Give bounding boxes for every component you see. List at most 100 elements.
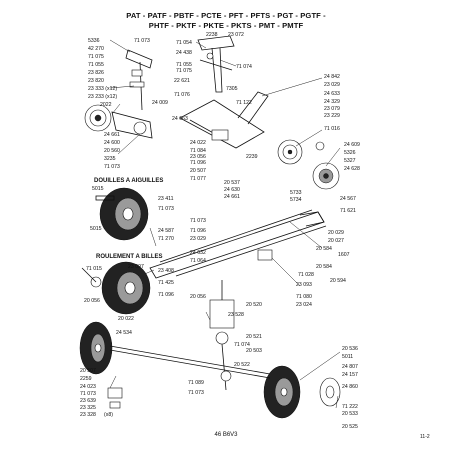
part-label: 24 023: [80, 384, 96, 390]
model-list-line-1: PAT - PATF - PBTF - PCTE - PFT - PFTS - …: [126, 11, 326, 20]
part-label: 71 222: [342, 404, 358, 410]
part-label: 71 073: [188, 390, 204, 396]
part-label: 71 096: [190, 228, 206, 234]
part-label: 23 056: [190, 154, 206, 160]
part-label: 20 560: [104, 148, 120, 154]
chassis-bar: [149, 209, 327, 279]
part-label: 24 663: [172, 116, 188, 122]
part-label: 5011: [342, 354, 353, 360]
part-label: 24 600: [104, 140, 120, 146]
part-label: 71 076: [174, 92, 190, 98]
part-label: 24 329: [324, 99, 340, 105]
part-label: 23 024: [296, 302, 312, 308]
part-label: 71 073: [80, 391, 96, 397]
part-label: 2238: [206, 32, 218, 38]
section-title-needle-bushings: DOUILLES A AIGUILLES: [94, 178, 164, 184]
section-title-ball-bearing: ROULEMENT A BILLES: [96, 254, 163, 260]
part-label: 20 022: [118, 316, 134, 322]
part-label: 5015: [92, 186, 104, 192]
upper-left-hub-assembly: [84, 49, 153, 139]
leader-lines: [109, 39, 341, 409]
part-label: 20 507: [80, 368, 96, 374]
part-label: 3235: [104, 156, 116, 162]
part-label: 7305: [226, 86, 238, 92]
part-label: 1607: [338, 252, 350, 258]
part-label: 20 521: [246, 334, 262, 340]
part-label: 71 084: [190, 148, 206, 154]
part-label: 71 074: [236, 64, 252, 70]
part-label: 20 507: [190, 168, 206, 174]
wheel-needle-bushing: [95, 187, 149, 241]
part-label: 23 079: [324, 106, 340, 112]
part-label: 24 661: [224, 194, 240, 200]
part-label: 24 438: [176, 50, 192, 56]
part-label: 2239: [246, 154, 258, 160]
part-label: 23 233 (x12): [88, 94, 117, 100]
part-label: 71 074: [234, 342, 250, 348]
upper-center-bracket: [179, 35, 269, 149]
part-label: 23 229: [324, 113, 340, 119]
part-label: 71 270: [158, 236, 174, 242]
part-label: 23 333 (x12): [88, 86, 117, 92]
part-label: 71 064: [190, 258, 206, 264]
wheel-lower-left: [79, 321, 113, 375]
part-label: 20 027: [328, 238, 344, 244]
part-label: 23 528: [228, 312, 244, 318]
part-label: 20 056: [84, 298, 100, 304]
part-label: 5326: [344, 150, 356, 156]
part-label: 24 534: [116, 330, 132, 336]
part-label: 24 842: [324, 74, 340, 80]
part-label: 23 072: [228, 32, 244, 38]
part-label: 23 029: [190, 236, 206, 242]
part-label: 24 860: [342, 384, 358, 390]
part-label: 24 633: [324, 91, 340, 97]
part-label: 23 411: [158, 196, 174, 202]
page-number: 11-2: [420, 434, 430, 440]
part-label: 23 328: [80, 412, 96, 418]
part-label: 71 015: [86, 266, 102, 272]
part-label: 71 028: [298, 272, 314, 278]
drawing-reference: 46 B6V3: [214, 432, 238, 438]
part-label: 71 075: [88, 54, 104, 60]
part-label: 5015: [90, 226, 102, 232]
part-label: 71 077: [190, 176, 206, 182]
part-label: 20 029: [328, 230, 344, 236]
part-label: 5734: [290, 197, 302, 203]
part-label: 24 632: [190, 250, 206, 256]
wheel-ball-bearing: [90, 261, 151, 315]
part-label: 20 584: [316, 246, 332, 252]
part-label: 5327: [344, 158, 356, 164]
part-label: 20 503: [246, 348, 262, 354]
part-label: 20 533: [342, 411, 358, 417]
part-number-labels: 5336 42 270 71 075 71 055 23 826 23 820 …: [80, 32, 360, 430]
part-label: 23 826: [88, 70, 104, 76]
part-label: 71 073: [190, 218, 206, 224]
part-label: 23 408: [158, 268, 174, 274]
part-label: 71 096: [158, 292, 174, 298]
part-label: 71 080: [296, 294, 312, 300]
part-label: 42 270: [88, 46, 104, 52]
part-label: 24 661: [104, 132, 120, 138]
part-label: 23 093: [296, 282, 312, 288]
lower-axle: [109, 249, 273, 391]
part-label: 20 522: [234, 362, 250, 368]
part-label: 71 073: [104, 164, 120, 170]
part-label: 2022: [100, 102, 112, 108]
part-label: 71 073: [158, 206, 174, 212]
part-label: 24 009: [152, 100, 168, 106]
part-label: 71 054: [176, 40, 192, 46]
part-label: 20 594: [330, 278, 346, 284]
part-label: 71 055: [88, 62, 104, 68]
lower-left-small-parts: [81, 267, 123, 409]
part-label: 5336: [88, 38, 100, 44]
part-label: 71 055: [176, 62, 192, 68]
wheel-lower-right: [263, 365, 341, 419]
part-label: 20 537: [224, 180, 240, 186]
part-label: 23 097: [128, 264, 144, 270]
part-label: 24 609: [344, 142, 360, 148]
right-gear-hub: [277, 139, 340, 190]
part-label: 24 567: [340, 196, 356, 202]
part-label: 20 536: [342, 346, 358, 352]
